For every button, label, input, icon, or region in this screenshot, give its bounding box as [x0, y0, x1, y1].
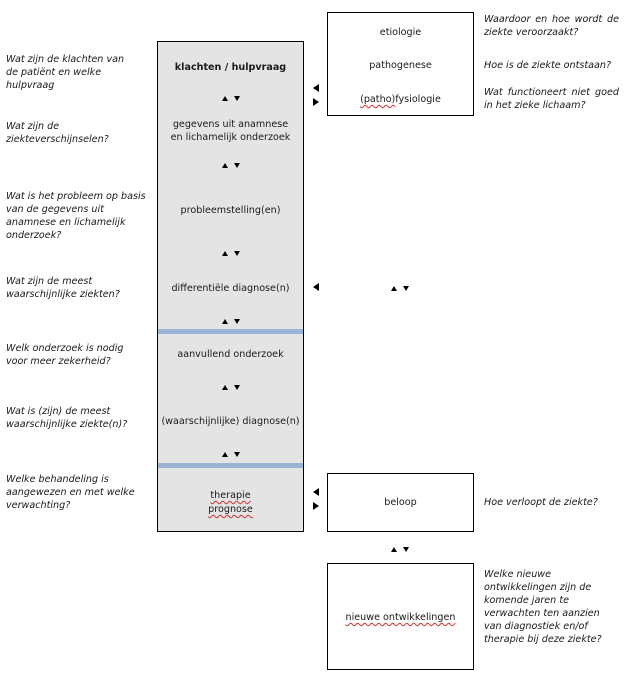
step-differential: differentiële diagnose(n)	[171, 283, 290, 294]
question-treatment: Welke behandeling is aangewezen en met w…	[6, 474, 135, 511]
question-course: Hoe verloopt de ziekte?	[484, 497, 598, 508]
up-down-arrows-icon	[222, 96, 240, 101]
right-arrow-icon	[313, 98, 319, 106]
box-etiology: etiologie	[379, 27, 422, 38]
etiology-box	[327, 12, 474, 116]
question-complaints: Wat zijn de klachten van de patiënt en w…	[6, 54, 125, 91]
up-down-arrows-icon	[222, 452, 240, 457]
step-complaints: klachten / hulpvraag	[174, 62, 287, 73]
step-prognosis: prognose	[208, 504, 253, 515]
separator-line	[158, 329, 303, 334]
separator-line	[158, 463, 303, 468]
question-likely-diseases: Wat zijn de meest waarschijnlijke ziekte…	[6, 276, 120, 300]
question-further-tests: Welk onderzoek is nodig voor meer zekerh…	[6, 343, 124, 367]
step-history-line2: en lichamelijk onderzoek	[170, 132, 291, 143]
box-new-developments-label: nieuwe ontwikkelingen	[345, 612, 456, 623]
step-further-test: aanvullend onderzoek	[177, 349, 284, 360]
question-new-developments: Welke nieuwe ontwikkelingen zijn de kome…	[484, 569, 602, 645]
box-pathogenesis: pathogenese	[369, 60, 432, 71]
question-cause: Waardoor en hoe wordt de ziekte veroorza…	[484, 14, 619, 38]
left-arrow-icon	[313, 283, 319, 291]
question-problem: Wat is het probleem op basis van de gege…	[6, 191, 146, 241]
step-diagnosis: (waarschijnlijke) diagnose(n)	[161, 416, 300, 427]
course-box	[327, 473, 474, 532]
box-course-label: beloop	[384, 497, 417, 508]
up-down-arrows-icon	[222, 251, 240, 256]
step-therapy: therapie	[210, 490, 251, 501]
left-arrow-icon	[313, 84, 319, 92]
step-history-line1: gegevens uit anamnese	[172, 119, 289, 130]
question-diagnosis: Wat is (zijn) de meest waarschijnlijke z…	[6, 406, 128, 430]
question-malfunction: Wat functioneert niet goed in het zieke …	[484, 87, 619, 111]
question-origin: Hoe is de ziekte ontstaan?	[484, 60, 612, 71]
up-down-arrows-icon	[222, 163, 240, 168]
new-developments-box	[327, 563, 474, 670]
question-symptoms: Wat zijn de ziekteverschijnselen?	[6, 121, 109, 145]
up-down-arrows-icon	[391, 286, 409, 291]
up-down-arrows-icon	[222, 385, 240, 390]
up-down-arrows-icon	[391, 547, 409, 552]
up-down-arrows-icon	[222, 319, 240, 324]
step-problem: probleemstelling(en)	[180, 205, 281, 216]
clinical-reasoning-column	[157, 41, 304, 532]
right-arrow-icon	[313, 502, 319, 510]
left-arrow-icon	[313, 488, 319, 496]
box-physiology: (patho)fysiologie	[360, 94, 441, 105]
